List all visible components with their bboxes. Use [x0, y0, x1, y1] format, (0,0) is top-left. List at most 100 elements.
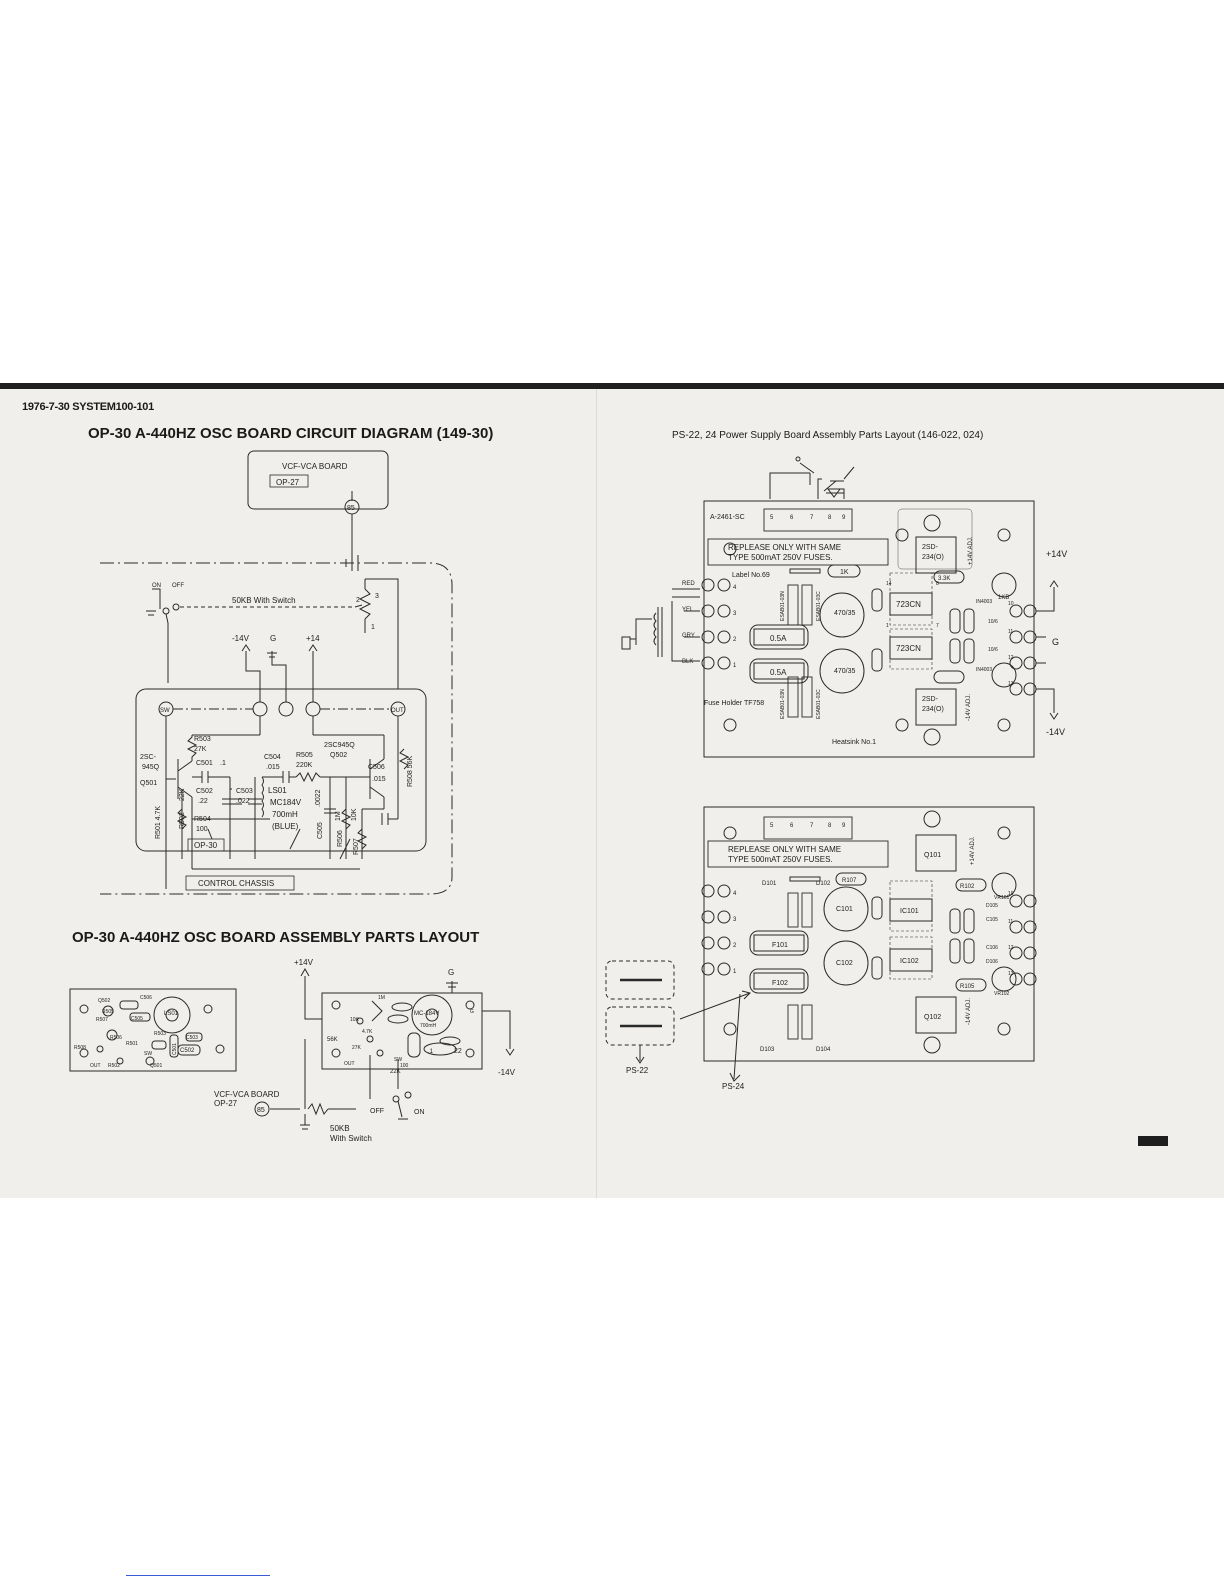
ps22-cap-b: 10/6 [988, 647, 998, 653]
ps24-q102: Q102 [924, 1014, 941, 1021]
ls501-label: LS01 [268, 786, 287, 795]
terminal-out: OUT [391, 708, 404, 714]
ps22-pin-6: 6 [790, 515, 794, 521]
r506-value: 1M [335, 811, 342, 821]
layout-op27: OP-27 [214, 1099, 238, 1108]
r508-label: R508 56K [407, 756, 414, 787]
ps24-d106: D106 [986, 959, 998, 965]
b1-r505: R505 [102, 1009, 114, 1015]
ps22-ic-1: 723CN [896, 600, 921, 609]
ps24-adj-pos: +14V ADJ. [970, 836, 976, 865]
ps22-esa-4: ESAB01-03C [816, 689, 822, 719]
ps22-pin-9: 9 [842, 515, 846, 521]
pot-pin-1: 1 [371, 624, 375, 631]
op27-label: OP-27 [276, 478, 300, 487]
ps22-q1-b: 234(O) [922, 554, 944, 561]
c502-value: .22 [198, 798, 208, 805]
ps22-pot: 1KB [998, 595, 1009, 601]
b1-r506: R506 [110, 1035, 122, 1041]
ps24-d101: D101 [762, 881, 777, 887]
pot-pin-2: 2 [356, 597, 360, 604]
control-chassis-label: CONTROL CHASSIS [198, 879, 274, 888]
ps22-ic-pin-7: 7 [936, 623, 939, 629]
ps22-ic-pin-14: 14 [886, 581, 892, 587]
c503-label: C503 [236, 788, 253, 795]
ps22-esa-2: ESAB01-03C [816, 591, 822, 621]
ps22-cap-1: 470/35 [834, 610, 856, 617]
r501-label: R501 4.7K [155, 806, 162, 839]
ps24-q101: Q101 [924, 852, 941, 859]
ps22-diode-1: IN4003 [976, 599, 992, 605]
r507-label: R507 [353, 838, 360, 855]
b1-out: OUT [90, 1063, 101, 1069]
ps24-ic101: IC101 [900, 908, 919, 915]
ls501-value: 700mH [272, 810, 298, 819]
layout-pot-switch: With Switch [330, 1134, 372, 1143]
ps22-cap-2: 470/35 [834, 668, 856, 675]
b2-mc184v: MC-184V [414, 1011, 439, 1017]
ps22-q2-a: 2SD- [922, 696, 939, 703]
r505-value: 220K [296, 762, 313, 769]
r505-label: R505 [296, 752, 313, 759]
power-supply-title: PS-22, 24 Power Supply Board Assembly Pa… [672, 430, 984, 441]
page-tab-mark [1138, 1136, 1168, 1146]
ps22-warning-1: REPLEASE ONLY WITH SAME [728, 543, 841, 552]
ps24-r102: R102 [960, 884, 975, 890]
ps24-c102: C102 [836, 960, 853, 967]
c504-label: C504 [264, 754, 281, 761]
b1-q502: Q502 [98, 998, 110, 1004]
c501-value: .1 [220, 760, 226, 767]
layout-g: G [448, 968, 454, 977]
ps22-fuse-2: 0.5A [770, 668, 787, 677]
ls501-color: (BLUE) [272, 822, 299, 831]
circuit-diagram-title: OP-30 A-440HZ OSC BOARD CIRCUIT DIAGRAM … [88, 425, 494, 442]
ps22-right-13: 13 [1008, 681, 1014, 687]
ps22-right-12: 12 [1008, 655, 1014, 661]
ps22-right-10: 10 [1008, 601, 1014, 607]
layout-vcf-board: VCF-VCA BOARD [214, 1090, 280, 1099]
b1-r507: R507 [96, 1017, 108, 1023]
ps24-warning-1: REPLEASE ONLY WITH SAME [728, 845, 841, 854]
parts-layout-title: OP-30 A-440HZ OSC BOARD ASSEMBLY PARTS L… [72, 929, 480, 946]
layout-on: ON [414, 1109, 425, 1116]
off-label: OFF [172, 583, 184, 589]
ps24-pin-6: 6 [790, 823, 794, 829]
ps22-q2-b: 234(O) [922, 706, 944, 713]
footer-link-underline [126, 1575, 270, 1576]
ps24-c105: C105 [986, 917, 998, 923]
ps22-esa-1: ESAB01-03N [780, 591, 786, 621]
c502-label: C502 [196, 788, 213, 795]
ps22-fuse-holder: Fuse Holder TF758 [704, 700, 764, 707]
ps22-diode-2: IN4003 [976, 667, 992, 673]
r502-label: R502 [179, 812, 186, 829]
r503-value: 27K [194, 746, 207, 753]
q502-label: Q502 [330, 752, 347, 759]
osc-circuit-diagram: VCF-VCA BOARD OP-27 85 ON OFF 50KB With … [100, 450, 453, 895]
ps22-label-no: Label No.69 [732, 572, 770, 579]
ps24-right-12: 12 [1008, 945, 1014, 951]
osc-parts-layout: +14V G -14V VCF-VCA BOARD OP-27 85 OFF O… [69, 958, 516, 1143]
ps24-right-11: 11 [1008, 919, 1013, 925]
ps22-fuse-1: 0.5A [770, 634, 787, 643]
b1-r503: R503 [154, 1031, 166, 1037]
pot-pin-3: 3 [375, 593, 379, 600]
ps24-vr102: VR102 [994, 991, 1010, 997]
ps24-conn-4: 4 [733, 891, 737, 897]
ps22-q1-a: 2SD- [922, 544, 939, 551]
ps22-g: G [1052, 637, 1059, 647]
b2-c22: .22 [452, 1048, 462, 1055]
ls501-type: MC184V [270, 798, 302, 807]
b2-c1: .1 [428, 1049, 434, 1055]
b2-56k: 56K [327, 1037, 338, 1043]
b2-1m: 1M [378, 995, 385, 1001]
rail-pos-label: +14 [306, 634, 320, 643]
b1-c501: C501 [172, 1043, 178, 1055]
b2-sw: SW [394, 1057, 402, 1063]
ps24-pin-9: 9 [842, 823, 846, 829]
layout-terminal-85: 85 [257, 1107, 265, 1114]
b1-r501: R501 [126, 1041, 138, 1047]
b2-700mh: 700mH [420, 1023, 437, 1029]
ps22-conn-3: 3 [733, 611, 737, 617]
ps24-r105: R105 [960, 984, 975, 990]
layout-minus14: -14V [498, 1068, 516, 1077]
